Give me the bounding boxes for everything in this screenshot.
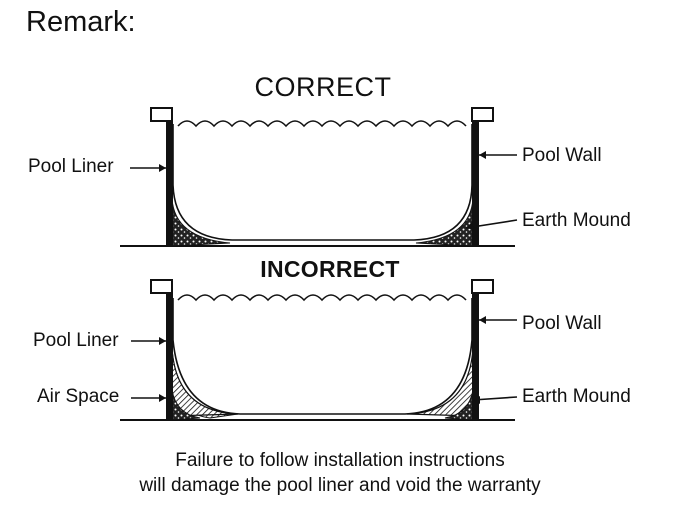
leader-earth-mound xyxy=(472,396,518,401)
earth-mound-right xyxy=(444,389,474,421)
warning-line-1: Failure to follow installation instructi… xyxy=(175,450,505,471)
label-pool-wall: Pool Wall xyxy=(522,145,602,166)
label-pool-liner: Pool Liner xyxy=(28,156,114,177)
air-space-left-core xyxy=(171,347,239,417)
warning-footer: Failure to follow installation instructi… xyxy=(0,448,680,498)
incorrect-title: INCORRECT xyxy=(260,256,400,282)
top-rail-right xyxy=(471,107,494,122)
pool-liner xyxy=(172,298,473,415)
pool-liner xyxy=(172,124,473,241)
pool-wall-right xyxy=(472,117,479,246)
label-pool-liner: Pool Liner xyxy=(33,330,119,351)
label-earth-mound: Earth Mound xyxy=(522,210,631,231)
correct-diagram xyxy=(120,107,518,247)
top-rail-left xyxy=(150,279,173,294)
leader-earth-mound xyxy=(465,219,518,229)
top-rail-left xyxy=(150,107,173,122)
pool-wall-left xyxy=(166,117,173,246)
top-rail-right xyxy=(471,279,494,294)
earth-mound-right xyxy=(415,197,474,247)
label-pool-wall: Pool Wall xyxy=(522,313,602,334)
incorrect-diagram xyxy=(120,279,518,421)
water-surface xyxy=(177,294,467,302)
earth-mound-left xyxy=(171,197,231,247)
remark-heading: Remark: xyxy=(26,6,136,38)
water-surface xyxy=(177,120,467,128)
pool-wall-left xyxy=(166,290,173,420)
pool-wall-right xyxy=(472,290,479,420)
earth-mound-left xyxy=(171,389,201,421)
air-space-right xyxy=(406,347,474,417)
label-earth-mound: Earth Mound xyxy=(522,386,631,407)
correct-title: CORRECT xyxy=(254,72,392,102)
label-air-space: Air Space xyxy=(37,386,120,407)
warning-line-2: will damage the pool liner and void the … xyxy=(139,475,541,496)
